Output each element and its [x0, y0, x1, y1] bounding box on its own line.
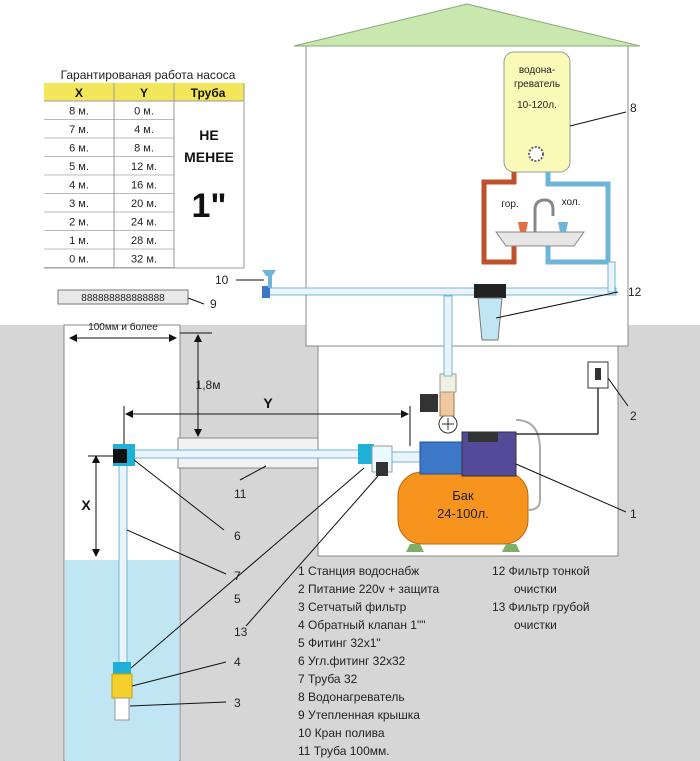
faucet-icon — [533, 198, 555, 232]
table-cell-x: 6 м. — [69, 143, 89, 155]
heater-label-3: 10-120л. — [517, 100, 557, 111]
leader-lines — [126, 111, 629, 707]
callout-10: 10 — [215, 273, 229, 287]
pump-table: Гарантированая работа насоса X Y Труба 8… — [44, 68, 245, 269]
table-header-pipe: Труба — [191, 86, 226, 100]
callout-11: 11 — [234, 487, 247, 501]
y-dim-label: Y — [263, 395, 273, 411]
legend-item: 10 Кран полива — [298, 726, 385, 740]
legend-item: 1 Станция водоснабж — [298, 564, 420, 578]
pipe-min-line1: НЕ — [199, 127, 218, 143]
legend-item: очистки — [514, 618, 557, 632]
insulated-cover — [57, 289, 189, 305]
table-cell-x: 7 м. — [69, 124, 89, 136]
legend-item: 8 Водонагреватель — [298, 690, 405, 704]
callout-9: 9 — [210, 297, 217, 311]
callout-8: 8 — [630, 101, 637, 115]
table-cell-x: 0 м. — [69, 254, 89, 266]
table-title: Гарантированая работа насоса — [61, 68, 236, 82]
table-cell-y: 16 м. — [131, 180, 157, 192]
legend-item: 5 Фитинг 32х1" — [298, 636, 381, 650]
legend-item: 3 Сетчатый фильтр — [298, 600, 407, 614]
table-cell-x: 1 м. — [69, 235, 89, 247]
cold-water-pipe — [545, 172, 611, 262]
pump-body — [419, 441, 465, 475]
heater-knob-icon — [528, 146, 544, 162]
table-cell-y: 28 м. — [131, 235, 157, 247]
pipe-min-line2: МЕНЕЕ — [184, 149, 234, 165]
legend-item: 11 Труба 100мм. — [298, 744, 390, 758]
table-header-y: Y — [140, 86, 148, 100]
house-roof — [293, 3, 641, 47]
table-cell-x: 4 м. — [69, 180, 89, 192]
house-wall — [305, 45, 629, 347]
table-cell-y: 12 м. — [131, 161, 157, 173]
house-main-pipe — [265, 287, 617, 296]
legend-item: 9 Утепленная крышка — [298, 708, 420, 722]
table-cell-y: 32 м. — [131, 254, 157, 266]
table-cell-y: 0 м. — [134, 106, 154, 118]
callout-12: 12 — [628, 285, 642, 299]
water-heater — [503, 51, 571, 173]
callout-13: 13 — [234, 625, 248, 639]
check-valve — [111, 673, 133, 699]
tank-label-2: 24-100л. — [437, 506, 489, 521]
legend-right: 12 Фильтр тонкой очистки 13 Фильтр грубой о… — [492, 562, 590, 634]
fine-filter-head — [474, 284, 506, 298]
hot-water-pipe — [481, 172, 517, 265]
callout-5: 5 — [234, 592, 241, 606]
tank-label-1: Бак — [452, 488, 474, 503]
table-cell-x: 5 м. — [69, 161, 89, 173]
legend-item: 12 Фильтр тонкой — [492, 564, 590, 578]
table-cell-y: 24 м. — [131, 217, 157, 229]
table-cell-y: 8 м. — [134, 143, 154, 155]
legend-item: 13 Фильтр грубой — [492, 600, 590, 614]
legend-item: 7 Труба 32 — [298, 672, 358, 686]
depth-label: 1,8м — [196, 378, 221, 392]
legend-item: 6 Угл.фитинг 32х32 — [298, 654, 406, 668]
cover-text: 888888888888888 — [81, 293, 165, 304]
callout-4: 4 — [234, 655, 241, 669]
supply-riser — [443, 295, 453, 377]
legend-item: очистки — [514, 582, 557, 596]
cold-label: хол. — [562, 197, 581, 208]
x-dim-label: X — [81, 497, 91, 513]
fine-filter — [477, 297, 503, 341]
pipe-min-size: 1" — [191, 187, 226, 225]
table-cell-x: 8 м. — [69, 106, 89, 118]
fitting-32x1 — [113, 662, 131, 674]
legend-item: 4 Обратный клапан 1"" — [298, 618, 426, 632]
pipe-32-vertical — [118, 459, 128, 665]
heater-label-1: водона- — [519, 65, 555, 76]
pump-station: Бак 24-100л. — [397, 373, 541, 552]
legend-item: 2 Питание 220v + защита — [298, 582, 440, 596]
table-cell-x: 3 м. — [69, 198, 89, 210]
legend-left: 1 Станция водоснабж 2 Питание 220v + защи… — [298, 562, 439, 760]
callout-7: 7 — [234, 569, 241, 583]
inlet-fitting — [358, 444, 374, 464]
garden-tap — [262, 286, 270, 298]
pressure-switch — [420, 394, 438, 412]
well-width-label: 100мм и более — [88, 321, 158, 333]
hot-label: гор. — [501, 199, 518, 210]
callout-2: 2 — [630, 409, 637, 423]
callout-6: 6 — [234, 529, 241, 543]
table-cell-y: 4 м. — [134, 124, 154, 136]
callout-3: 3 — [234, 696, 241, 710]
table-header-x: X — [75, 86, 83, 100]
callout-1: 1 — [630, 507, 637, 521]
strainer-filter — [114, 697, 130, 721]
sink — [495, 231, 585, 247]
heater-label-2: греватель — [514, 79, 560, 90]
table-cell-y: 20 м. — [131, 198, 157, 210]
pipe-32-horizontal — [131, 449, 365, 459]
table-cell-x: 2 м. — [69, 217, 89, 229]
